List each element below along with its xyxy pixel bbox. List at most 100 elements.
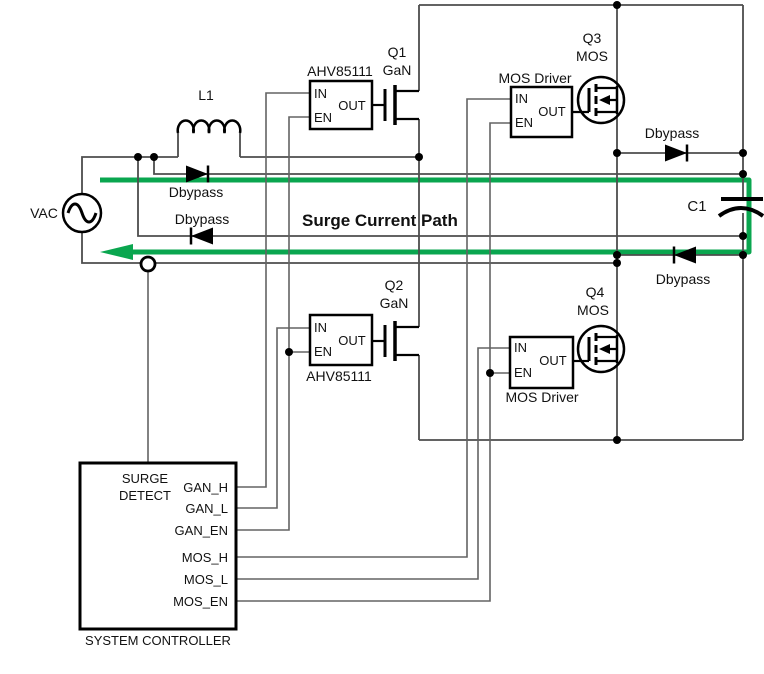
bypass-diode-3: Dbypass xyxy=(645,125,699,162)
q2-type-label: GaN xyxy=(380,295,409,311)
wire-bypass1-branch xyxy=(153,157,743,175)
q4-ref-label: Q4 xyxy=(586,284,605,300)
junction-dot xyxy=(285,348,293,356)
mosfet-body-circle-icon xyxy=(576,324,626,374)
pin-out-label: OUT xyxy=(538,104,566,119)
q2-ref-label: Q2 xyxy=(385,277,404,293)
junction-dot xyxy=(739,232,747,240)
inductor-label: L1 xyxy=(198,87,214,103)
junction-dot xyxy=(613,436,621,444)
pin-en-label: EN xyxy=(515,115,533,130)
driver-box xyxy=(508,335,575,390)
pin-out-label: OUT xyxy=(338,333,366,348)
ac-source: VAC xyxy=(30,192,103,234)
controller-pin-mos-l: MOS_L xyxy=(184,572,228,587)
bypass-diode-2: Dbypass xyxy=(175,211,229,245)
surge-path-line xyxy=(100,177,752,255)
transistor-q4: Q4 MOS xyxy=(573,284,626,374)
wire-inductor-leads xyxy=(177,133,241,157)
junction-dot xyxy=(739,170,747,178)
gan-driver-top: IN EN OUT AHV85111 xyxy=(307,63,374,131)
wire-bypass2-branch xyxy=(137,157,743,237)
pin-en-label: EN xyxy=(314,110,332,125)
ac-source-circle-icon xyxy=(61,192,103,234)
bypass-diode-1-label: Dbypass xyxy=(169,184,223,200)
controller-pin-gan-h: GAN_H xyxy=(183,480,228,495)
bypass-diode-4-label: Dbypass xyxy=(656,271,710,287)
controller-pin-mos-en: MOS_EN xyxy=(173,594,228,609)
inductor-coil-icon xyxy=(176,119,242,134)
mos-driver-bottom-label: MOS Driver xyxy=(505,389,578,405)
bypass-diode-1: Dbypass xyxy=(169,165,223,200)
sine-wave-icon xyxy=(66,202,98,224)
junction-dot xyxy=(613,251,621,259)
body-arrow-icon xyxy=(599,95,610,105)
wire-vac-to-inductor xyxy=(81,156,419,194)
junction-dot xyxy=(613,149,621,157)
power-wires xyxy=(81,4,744,441)
pin-in-label: IN xyxy=(514,340,527,355)
transistor-q1: Q1 GaN xyxy=(372,44,419,125)
q1-type-label: GaN xyxy=(383,62,412,78)
diode-icon xyxy=(674,246,696,264)
junction-dot xyxy=(150,153,158,161)
controller-pin-gan-en: GAN_EN xyxy=(175,523,228,538)
system-controller: SURGE DETECT GAN_H GAN_L GAN_EN MOS_H MO… xyxy=(78,461,238,648)
drain-source-stubs xyxy=(395,325,419,357)
drain-source-stubs xyxy=(395,89,419,121)
wire-mos-l xyxy=(236,347,510,580)
diode-icon xyxy=(191,227,213,245)
capacitor-bottom-plate-icon xyxy=(717,206,764,218)
pin-in-label: IN xyxy=(314,320,327,335)
surge-detect-label-line2: DETECT xyxy=(119,488,171,503)
pin-en-label: EN xyxy=(514,365,532,380)
bypass-diode-2-label: Dbypass xyxy=(175,211,229,227)
mos-driver-bottom: IN EN OUT MOS Driver xyxy=(505,335,579,405)
gan-driver-bottom: IN EN OUT AHV85111 xyxy=(306,313,374,384)
capacitor-c1: C1 xyxy=(687,197,764,218)
junction-dot xyxy=(613,1,621,9)
body-arrow-icon xyxy=(599,344,610,354)
system-controller-title: SYSTEM CONTROLLER xyxy=(85,633,231,648)
junction-dot xyxy=(739,149,747,157)
transistor-q2: Q2 GaN xyxy=(372,277,419,361)
diode-icon xyxy=(665,144,687,162)
driver-box xyxy=(509,85,574,139)
signal-wires xyxy=(147,92,511,602)
q3-ref-label: Q3 xyxy=(583,30,602,46)
diode-icon xyxy=(186,165,208,183)
wire-vac-return xyxy=(81,232,617,264)
gan-driver-bottom-label: AHV85111 xyxy=(306,368,372,384)
driver-box xyxy=(308,313,374,367)
sense-ring-icon xyxy=(139,255,157,273)
mosfet-body-circle-icon xyxy=(576,75,626,125)
q3-type-label: MOS xyxy=(576,48,608,64)
wire-mos-h xyxy=(236,98,511,558)
capacitor-label: C1 xyxy=(687,198,706,215)
mos-driver-top-label: MOS Driver xyxy=(498,70,571,86)
controller-pin-mos-h: MOS_H xyxy=(182,550,228,565)
junction-dot xyxy=(739,251,747,259)
surge-path-label: Surge Current Path xyxy=(302,211,458,230)
gan-driver-top-label: AHV85111 xyxy=(307,63,373,79)
pin-out-label: OUT xyxy=(539,353,567,368)
controller-box xyxy=(78,461,238,631)
q1-ref-label: Q1 xyxy=(388,44,407,60)
junction-dots xyxy=(134,1,747,444)
pin-in-label: IN xyxy=(515,91,528,106)
surge-detect-label-line1: SURGE xyxy=(122,471,169,486)
bypass-diode-4: Dbypass xyxy=(656,246,710,287)
junction-dot xyxy=(613,259,621,267)
q4-type-label: MOS xyxy=(577,302,609,318)
pin-out-label: OUT xyxy=(338,98,366,113)
inductor-l1: L1 xyxy=(176,87,242,134)
controller-pin-gan-l: GAN_L xyxy=(185,501,228,516)
surge-path-arrowhead-icon xyxy=(100,244,133,260)
vac-label: VAC xyxy=(30,205,58,221)
pin-in-label: IN xyxy=(314,86,327,101)
bypass-diode-3-label: Dbypass xyxy=(645,125,699,141)
wire-gan-l xyxy=(236,327,310,509)
junction-dot xyxy=(134,153,142,161)
pin-en-label: EN xyxy=(314,344,332,359)
